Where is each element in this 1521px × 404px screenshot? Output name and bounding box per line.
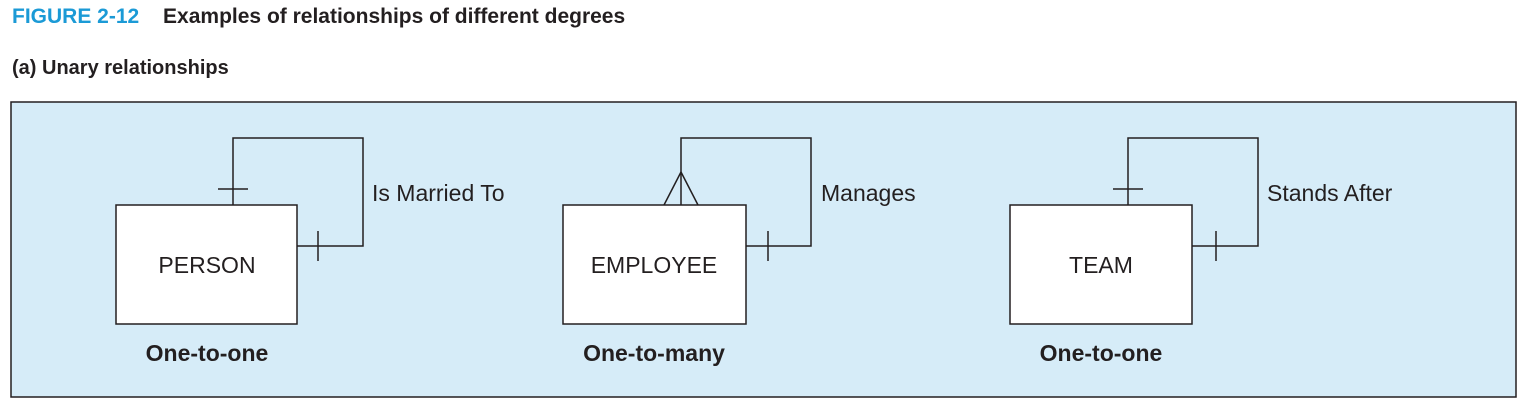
entity-name: TEAM: [1069, 252, 1133, 278]
figure-number: FIGURE 2-12: [12, 5, 140, 28]
crows-foot-mark: [663, 171, 682, 206]
figure-title: Examples of relationships of different d…: [163, 5, 626, 28]
entity-name: EMPLOYEE: [591, 252, 718, 278]
entity-box: [562, 204, 747, 325]
crows-foot-mark: [680, 171, 699, 206]
section-heading: (a) Unary relationships: [12, 57, 229, 79]
cardinality-label: One-to-one: [1040, 340, 1163, 366]
relationship-name: Manages: [821, 180, 916, 206]
relationship-name: Stands After: [1267, 180, 1393, 206]
figure-caption: FIGURE 2-12 Examples of relationships of…: [12, 5, 625, 29]
relationship-loop-line: [232, 137, 364, 247]
entity-box: [115, 204, 298, 325]
entity-name: PERSON: [158, 252, 255, 278]
entity-box: [1009, 204, 1193, 325]
relationship-name: Is Married To: [372, 180, 505, 206]
relationship-loop-line: [1127, 137, 1259, 247]
cardinality-label: One-to-many: [583, 340, 725, 366]
diagram-team: TEAM Stands After One-to-one: [1009, 137, 1393, 366]
relationship-loop-line: [680, 137, 812, 247]
diagram-employee: EMPLOYEE Manages One-to-many: [562, 137, 916, 366]
cardinality-label: One-to-one: [146, 340, 269, 366]
diagram-person: PERSON Is Married To One-to-one: [115, 137, 505, 366]
